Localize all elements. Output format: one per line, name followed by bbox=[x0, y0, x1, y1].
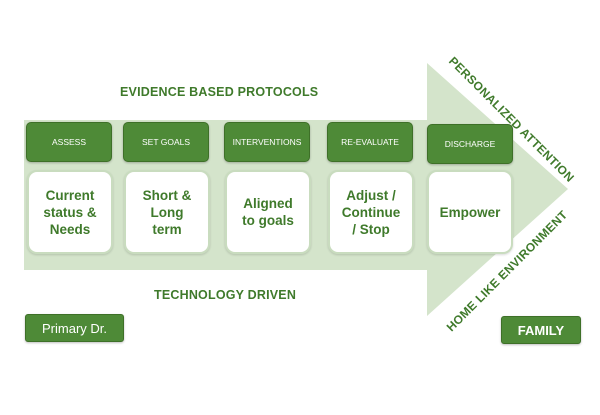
primary-dr-chip: Primary Dr. bbox=[25, 314, 124, 342]
evidence-heading: EVIDENCE BASED PROTOCOLS bbox=[120, 85, 319, 99]
step-discharge-card: Empower bbox=[427, 170, 513, 254]
step-assess-card: Current status & Needs bbox=[27, 170, 113, 254]
step-set-goals-label: SET GOALS bbox=[123, 122, 209, 162]
step-assess-label: ASSESS bbox=[26, 122, 112, 162]
step-re-evaluate-card: Adjust / Continue / Stop bbox=[328, 170, 414, 254]
step-discharge-label: DISCHARGE bbox=[427, 124, 513, 164]
step-interventions-label: INTERVENTIONS bbox=[224, 122, 310, 162]
step-re-evaluate-label: RE-EVALUATE bbox=[327, 122, 413, 162]
technology-heading: TECHNOLOGY DRIVEN bbox=[154, 288, 297, 302]
step-set-goals-card: Short & Long term bbox=[124, 170, 210, 254]
step-interventions-card: Aligned to goals bbox=[225, 170, 311, 254]
family-chip: FAMILY bbox=[501, 316, 581, 344]
